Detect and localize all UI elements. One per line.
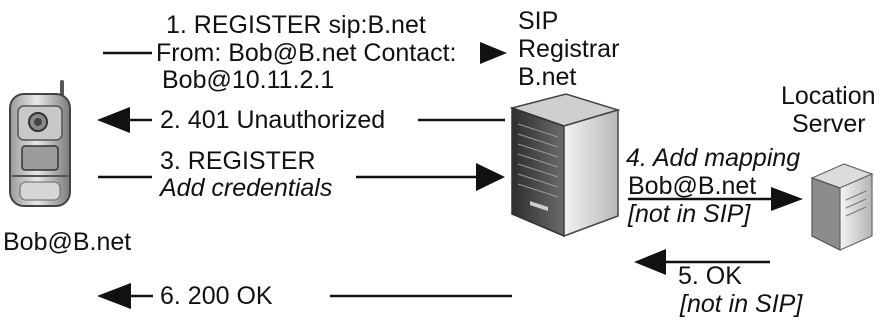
msg-6-line-1: 6. 200 OK <box>160 282 273 310</box>
msg-1-line-3: Bob@10.11.2.1 <box>162 66 335 94</box>
msg-3-line-2: Add credentials <box>160 174 333 202</box>
msg-4-line-3: [not in SIP] <box>628 200 751 228</box>
msg-1-line-1: 1. REGISTER sip:B.net <box>166 11 426 39</box>
flip-phone-icon <box>9 80 71 207</box>
msg-1-line-2: From: Bob@B.net Contact: <box>156 39 457 67</box>
registrar-server-icon <box>509 93 620 238</box>
msg-3-line-1: 3. REGISTER <box>160 147 316 175</box>
arrow-5-head <box>634 249 666 275</box>
msg-4-line-2: Bob@B.net <box>628 172 757 200</box>
arrow-6-head <box>97 283 131 309</box>
arrow-3-head <box>476 163 505 191</box>
registrar-label-sip: SIP <box>518 7 559 35</box>
location-server-label-2: Server <box>792 110 866 138</box>
arrow-2-head <box>97 107 130 133</box>
phone-label: Bob@B.net <box>3 228 132 256</box>
msg-5-line-2: [not in SIP] <box>680 290 803 318</box>
arrow-1-head <box>480 42 507 64</box>
registrar-label-domain: B.net <box>518 63 577 91</box>
registrar-label-registrar: Registrar <box>518 35 620 63</box>
msg-4-line-1: 4. Add mapping <box>626 144 801 172</box>
msg-2-line-1: 2. 401 Unauthorized <box>160 106 386 134</box>
arrow-4-head <box>771 187 803 211</box>
location-server-icon <box>810 163 874 251</box>
location-server-label-1: Location <box>781 82 876 110</box>
msg-5-line-1: 5. OK <box>678 262 742 290</box>
